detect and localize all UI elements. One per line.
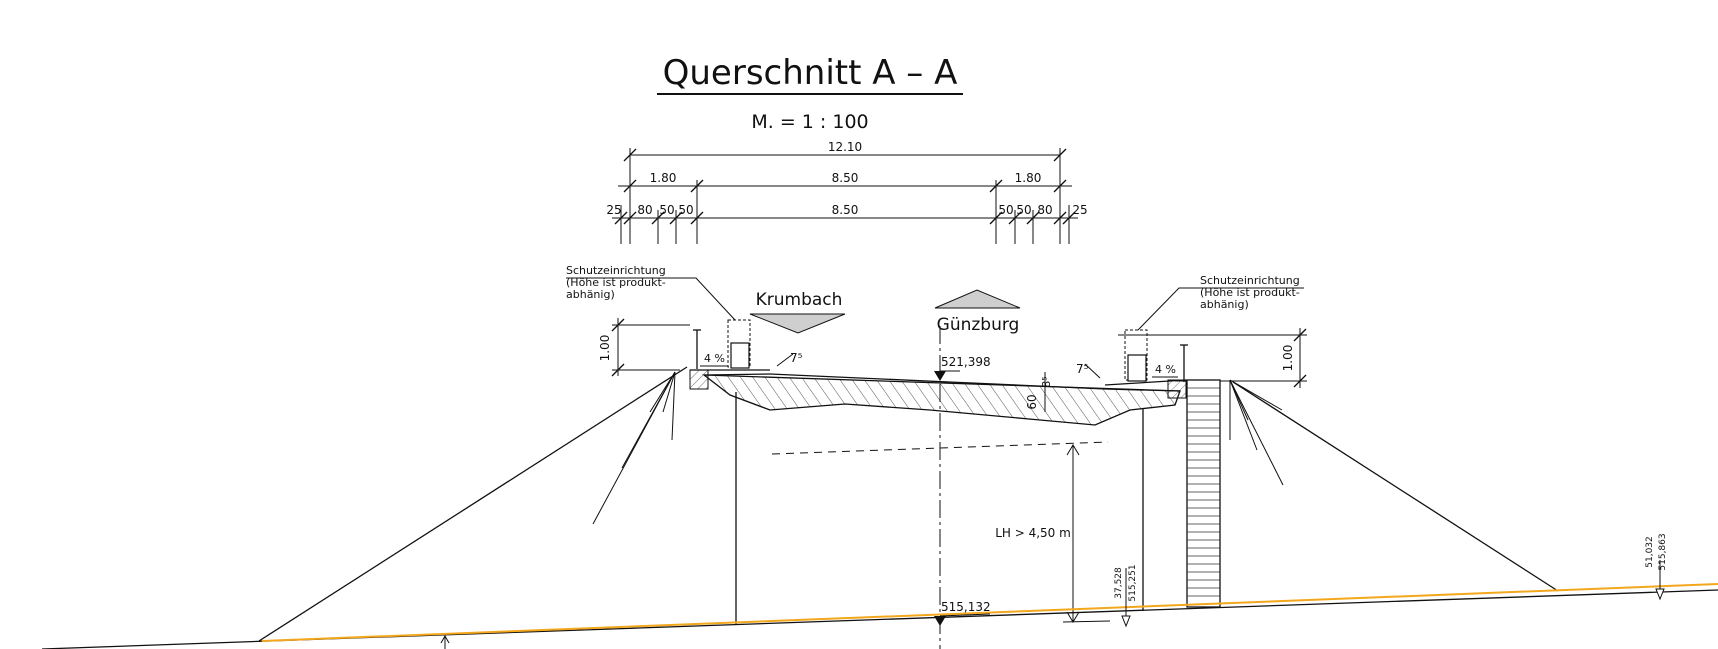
slope-left-label: 4 % bbox=[704, 352, 725, 365]
svg-text:1.00: 1.00 bbox=[598, 335, 612, 362]
embankment-left bbox=[258, 366, 688, 642]
bridge-deck bbox=[689, 369, 1187, 426]
svg-text:Schutzeinrichtung: Schutzeinrichtung bbox=[1200, 274, 1300, 287]
dim-r-50a: 50 bbox=[998, 203, 1013, 217]
angle-left-marker bbox=[776, 353, 794, 367]
elevation-top-marker bbox=[934, 370, 960, 381]
deck-edge-label: 8⁵ bbox=[1040, 376, 1053, 387]
dim-left-walkway: 1.80 bbox=[650, 171, 677, 185]
dim-right-walkway: 1.80 bbox=[1015, 171, 1042, 185]
svg-text:51,032: 51,032 bbox=[1645, 536, 1655, 568]
dim-l-80: 80 bbox=[637, 203, 652, 217]
elevation-bottom-label: 515,132 bbox=[941, 600, 991, 614]
dim-r-50b: 50 bbox=[1016, 203, 1031, 217]
abutment-stairs bbox=[1186, 379, 1221, 608]
angle-right-label: 7⁵ bbox=[1076, 362, 1089, 376]
dim-l-50a: 50 bbox=[659, 203, 674, 217]
clearance-label: LH > 4,50 m bbox=[995, 526, 1071, 540]
dimension-row-2: 1.80 8.50 1.80 bbox=[618, 171, 1072, 244]
dim-r-80: 80 bbox=[1037, 203, 1052, 217]
dim-l-25: 25 bbox=[606, 203, 621, 217]
svg-text:(Höhe ist produkt-: (Höhe ist produkt- bbox=[1200, 286, 1300, 299]
direction-left-arrow bbox=[749, 313, 846, 334]
barrier-left bbox=[693, 319, 751, 369]
deck-depth-label: 60 bbox=[1025, 394, 1039, 409]
direction-right-arrow bbox=[934, 289, 1021, 309]
height-dimension-left: 1.00 bbox=[598, 318, 690, 377]
clearance-dimension bbox=[1062, 444, 1111, 623]
svg-text:abhänig): abhänig) bbox=[566, 288, 615, 301]
svg-text:1.00: 1.00 bbox=[1281, 345, 1295, 372]
embankment-right bbox=[1229, 379, 1559, 592]
dim-center: 8.50 bbox=[832, 203, 859, 217]
svg-text:(Höhe ist produkt-: (Höhe ist produkt- bbox=[566, 276, 666, 289]
dim-r-25: 25 bbox=[1072, 203, 1087, 217]
dim-carriageway: 8.50 bbox=[832, 171, 859, 185]
direction-left-label: Krumbach bbox=[756, 290, 843, 310]
drawing-title: Querschnitt A – A bbox=[663, 53, 958, 93]
direction-right-label: Günzburg bbox=[937, 315, 1020, 335]
elevation-bottom-marker bbox=[934, 613, 991, 626]
station-marker-right: 51,032 515,863 bbox=[1645, 533, 1668, 601]
angle-right-marker bbox=[1084, 363, 1101, 379]
dimension-row-3: 25 80 50 50 8.50 50 50 80 25 bbox=[606, 203, 1088, 244]
ground-line-orange bbox=[261, 583, 1718, 642]
svg-text:515,251: 515,251 bbox=[1128, 564, 1138, 601]
svg-text:37,528: 37,528 bbox=[1114, 567, 1124, 599]
barrier-right bbox=[1124, 329, 1188, 382]
scale-label: M. = 1 : 100 bbox=[751, 111, 868, 133]
dimension-row-overall: 12.10 bbox=[623, 140, 1067, 244]
svg-text:abhänig): abhänig) bbox=[1200, 298, 1249, 311]
clearance-reference-line bbox=[771, 441, 1109, 455]
svg-text:Schutzeinrichtung: Schutzeinrichtung bbox=[566, 264, 666, 277]
slope-right-label: 4 % bbox=[1155, 363, 1176, 376]
svg-text:515,863: 515,863 bbox=[1658, 533, 1668, 570]
barrier-label-left: Schutzeinrichtung (Höhe ist produkt- abh… bbox=[566, 264, 736, 321]
barrier-label-right: Schutzeinrichtung (Höhe ist produkt- abh… bbox=[1137, 274, 1304, 331]
station-marker-left bbox=[440, 634, 450, 649]
station-marker-mid: 37,528 515,251 bbox=[1114, 564, 1138, 628]
dim-overall-label: 12.10 bbox=[828, 140, 862, 154]
angle-left-label: 7⁵ bbox=[790, 351, 803, 365]
dim-l-50b: 50 bbox=[678, 203, 693, 217]
elevation-top-label: 521,398 bbox=[941, 355, 991, 369]
